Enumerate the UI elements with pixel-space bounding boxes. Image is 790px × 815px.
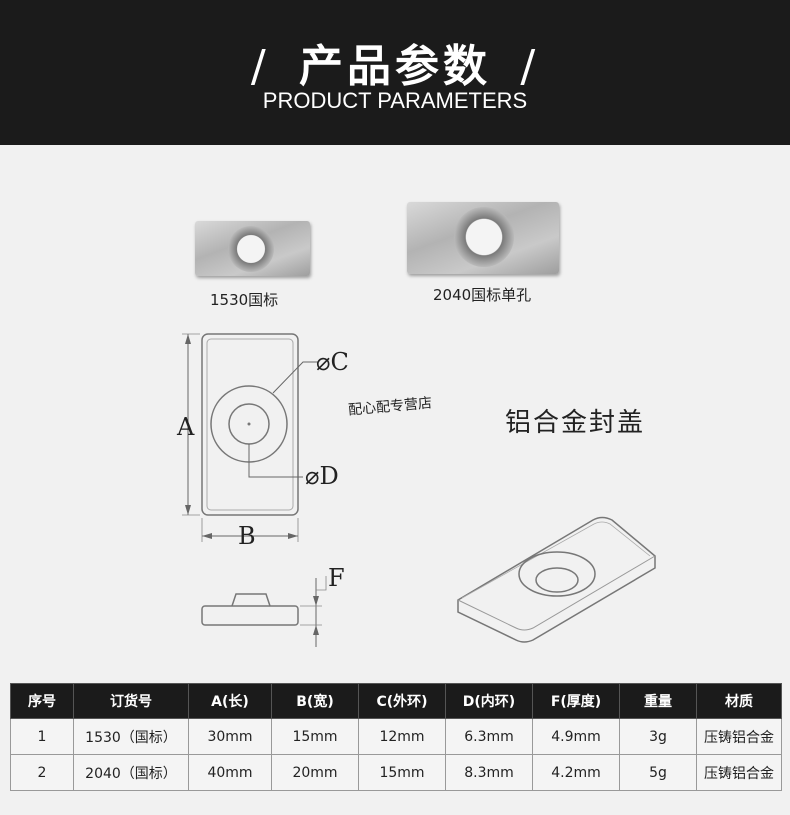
cell-a: 40mm <box>188 754 272 791</box>
spec-table: 序号 订货号 A(长) B(宽) C(外环) D(内环) F(厚度) 重量 材质… <box>10 683 782 791</box>
page-subtitle: PRODUCT PARAMETERS <box>262 88 528 113</box>
leader-line-f <box>316 576 327 591</box>
iso-outer-ring <box>518 551 596 597</box>
dimension-arrow-b-left <box>202 533 212 539</box>
title-slash-left: / <box>250 41 270 92</box>
title-text: 产品参数 <box>299 41 491 92</box>
title-slash-right: / <box>520 41 540 92</box>
dimension-arrow-f-bottom <box>313 625 319 635</box>
header-d: D(内环) <box>445 683 533 719</box>
dimension-arrow-b-right <box>288 533 298 539</box>
iso-view-outline <box>457 516 656 643</box>
cell-index: 2 <box>10 754 74 791</box>
product-name: 铝合金封盖 <box>505 408 646 438</box>
side-view-base <box>201 605 299 626</box>
cell-weight: 5g <box>619 754 697 791</box>
caption-1530: 1530国标 <box>210 291 279 309</box>
cell-f: 4.2mm <box>532 754 620 791</box>
cell-order-no: 2040（国标） <box>73 754 189 791</box>
header-index: 序号 <box>10 683 74 719</box>
cell-d: 8.3mm <box>445 754 533 791</box>
cell-index: 1 <box>10 718 74 755</box>
page-title: / 产品参数 / <box>0 30 790 94</box>
countersunk-hole-icon <box>228 226 274 272</box>
side-view-boss <box>231 593 271 607</box>
iso-view-inner-edge <box>461 521 651 599</box>
product-photo-2040 <box>407 202 559 274</box>
table-row: 1 1530（国标） 30mm 15mm 12mm 6.3mm 4.9mm 3g… <box>10 718 782 755</box>
top-view-inner-outline <box>206 338 294 511</box>
table-row: 2 2040（国标） 40mm 20mm 15mm 8.3mm 4.2mm 5g… <box>10 754 782 791</box>
label-d: ⌀D <box>305 462 339 490</box>
iso-view-top-edge <box>457 555 656 631</box>
cell-material: 压铸铝合金 <box>696 754 782 791</box>
header-weight: 重量 <box>619 683 697 719</box>
table-header-row: 序号 订货号 A(长) B(宽) C(外环) D(内环) F(厚度) 重量 材质 <box>10 683 782 719</box>
dimension-arrow-f-top <box>313 596 319 606</box>
header-order-no: 订货号 <box>73 683 189 719</box>
cell-d: 6.3mm <box>445 718 533 755</box>
countersunk-hole-icon <box>454 207 514 267</box>
dimension-arrow-a-top <box>185 334 191 344</box>
label-f: F <box>328 564 345 592</box>
cell-weight: 3g <box>619 718 697 755</box>
label-c: ⌀C <box>316 348 349 376</box>
header-material: 材质 <box>696 683 782 719</box>
cell-c: 15mm <box>358 754 446 791</box>
label-a: A <box>177 413 195 441</box>
header-f: F(厚度) <box>532 683 620 719</box>
top-view-outline <box>201 333 299 516</box>
header-banner: / 产品参数 / PRODUCT PARAMETERS <box>0 0 790 145</box>
leader-line-d <box>248 444 303 478</box>
iso-inner-ring <box>535 567 579 593</box>
cell-c: 12mm <box>358 718 446 755</box>
header-c: C(外环) <box>358 683 446 719</box>
dimension-arrow-a-bottom <box>185 505 191 515</box>
cell-order-no: 1530（国标） <box>73 718 189 755</box>
header-a: A(长) <box>188 683 272 719</box>
cell-material: 压铸铝合金 <box>696 718 782 755</box>
cell-a: 30mm <box>188 718 272 755</box>
product-photo-1530 <box>195 221 310 276</box>
leader-line-c <box>272 361 318 394</box>
cell-b: 20mm <box>271 754 359 791</box>
center-mark <box>247 422 251 426</box>
label-b: B <box>238 522 256 550</box>
caption-2040: 2040国标单孔 <box>433 286 532 304</box>
cell-f: 4.9mm <box>532 718 620 755</box>
header-b: B(宽) <box>271 683 359 719</box>
cell-b: 15mm <box>271 718 359 755</box>
